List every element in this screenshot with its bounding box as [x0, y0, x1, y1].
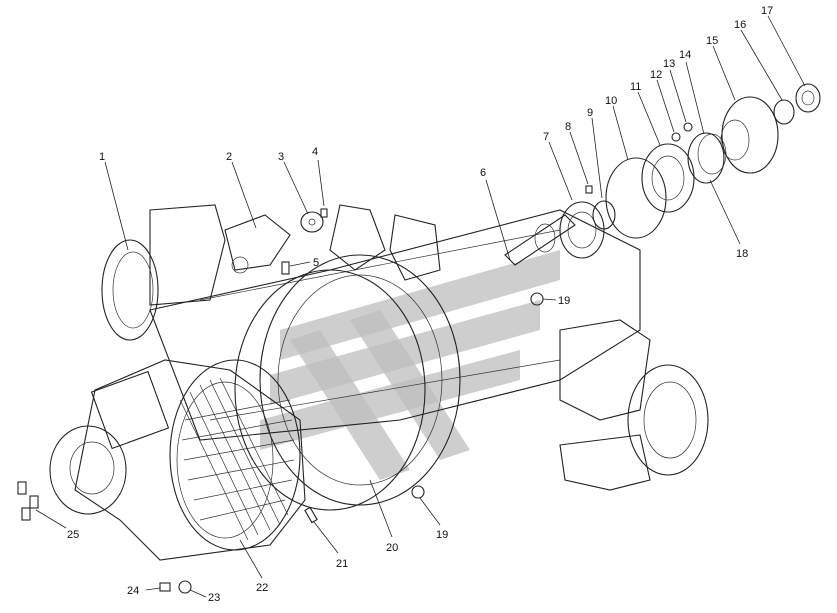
svg-text:11: 11: [630, 81, 641, 93]
svg-text:15: 15: [706, 35, 718, 47]
callout-14: 14: [679, 49, 705, 135]
callout-22: 22: [239, 539, 268, 594]
nuts: [671, 122, 693, 142]
washer-and-bolt: [300, 208, 328, 233]
seal-rings: [687, 132, 727, 184]
callout-19-upper: 19: [542, 295, 570, 307]
input-cover: [49, 370, 170, 515]
svg-text:14: 14: [679, 49, 691, 61]
callout-8: 8: [565, 121, 589, 185]
callout-4: 4: [312, 146, 325, 207]
svg-text:7: 7: [543, 131, 549, 143]
callout-19-lower: 19: [419, 497, 448, 541]
pin-and-ring: [585, 185, 616, 230]
hub-ring: [641, 143, 695, 213]
svg-text:18: 18: [736, 248, 748, 260]
callout-9: 9: [587, 107, 603, 199]
svg-text:8: 8: [565, 121, 571, 133]
svg-text:22: 22: [256, 582, 268, 594]
svg-text:12: 12: [650, 69, 662, 81]
axle-housing: [149, 204, 641, 441]
svg-text:19: 19: [436, 529, 448, 541]
svg-text:9: 9: [587, 107, 593, 119]
svg-text:16: 16: [734, 19, 746, 31]
callout-17: 17: [761, 5, 806, 87]
callout-2: 2: [226, 151, 257, 229]
svg-text:10: 10: [605, 95, 617, 107]
callout-25: 25: [35, 509, 79, 541]
washer-and-nut: [773, 83, 821, 125]
reducer-housing: [74, 359, 306, 561]
callout-12: 12: [650, 69, 675, 133]
svg-text:6: 6: [480, 167, 486, 179]
svg-text:3: 3: [278, 151, 284, 163]
bracket: [224, 214, 291, 274]
gasket: [605, 157, 667, 239]
output-flange: [720, 96, 779, 174]
bearing: [559, 201, 605, 259]
callout-15: 15: [706, 35, 736, 101]
nut-and-washer: [159, 580, 192, 594]
callout-13: 13: [663, 58, 687, 123]
svg-text:2: 2: [226, 151, 232, 163]
callout-18: 18: [709, 179, 748, 260]
callout-20: 20: [369, 479, 398, 554]
callout-3: 3: [278, 151, 309, 215]
fitting: [281, 261, 290, 275]
left-flange: [101, 239, 159, 341]
watermark-logo: [260, 250, 560, 480]
half-shaft: [504, 214, 576, 266]
svg-text:24: 24: [127, 585, 139, 597]
svg-text:23: 23: [208, 592, 220, 604]
grid-cover: [179, 377, 295, 541]
callout-23: 23: [189, 589, 220, 604]
bolts: [17, 481, 39, 521]
callouts: 1 2 3 4 5 6 7 8: [35, 5, 806, 604]
svg-text:1: 1: [99, 151, 105, 163]
callout-24: 24: [127, 585, 161, 597]
svg-text:19: 19: [558, 295, 570, 307]
svg-text:17: 17: [761, 5, 773, 17]
callout-6: 6: [480, 167, 511, 261]
callout-11: 11: [630, 81, 661, 146]
differential-housing: [234, 254, 461, 511]
callout-1: 1: [99, 151, 129, 251]
callout-21: 21: [313, 521, 348, 570]
svg-text:13: 13: [663, 58, 675, 70]
stud: [304, 506, 318, 524]
svg-text:25: 25: [67, 529, 79, 541]
svg-text:4: 4: [312, 146, 318, 158]
callout-16: 16: [734, 19, 783, 101]
svg-text:5: 5: [313, 257, 319, 269]
callout-7: 7: [543, 131, 573, 201]
right-wheel-end: [559, 319, 709, 491]
svg-text:20: 20: [386, 542, 398, 554]
svg-text:21: 21: [336, 558, 348, 570]
callout-5: 5: [289, 257, 319, 269]
callout-10: 10: [605, 95, 629, 161]
